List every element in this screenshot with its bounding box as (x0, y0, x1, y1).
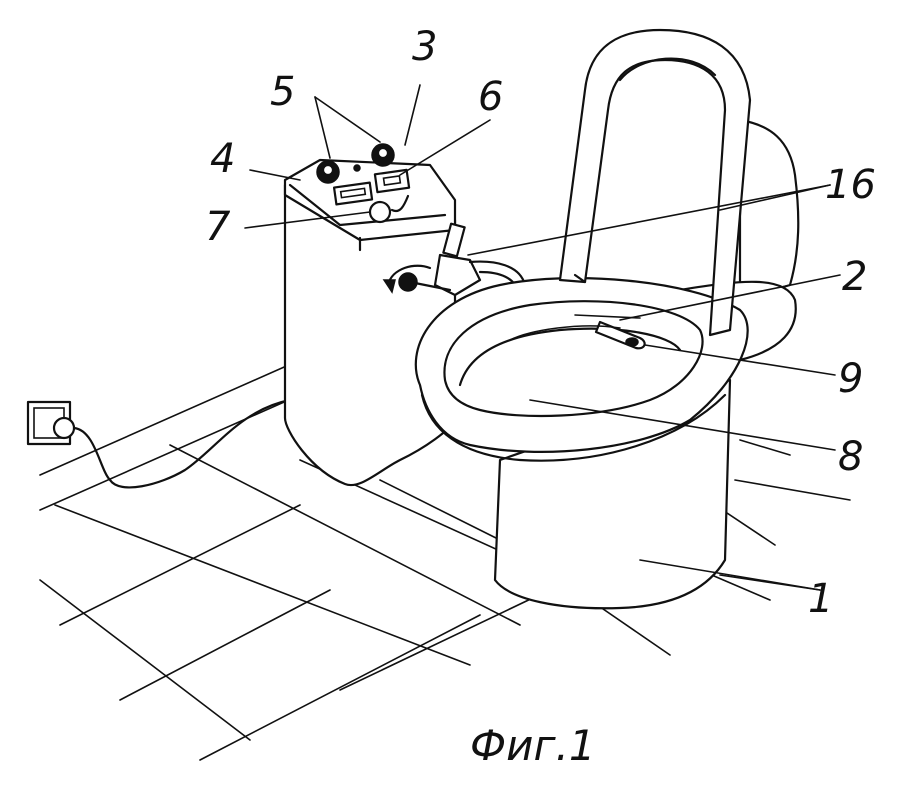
label-9: 9 (838, 356, 863, 402)
hose-assembly (382, 222, 527, 297)
figure-caption: Фиг.1 (470, 721, 596, 770)
control-knobs (316, 143, 395, 184)
reference-labels: 5 3 6 4 7 16 2 9 8 1 (205, 24, 876, 622)
label-2: 2 (842, 254, 867, 300)
toilet (414, 118, 800, 610)
label-4: 4 (210, 136, 235, 182)
label-5: 5 (270, 69, 295, 115)
label-8: 8 (838, 434, 863, 480)
leader-lines (244, 84, 841, 591)
label-1: 1 (808, 576, 833, 622)
label-6: 6 (478, 74, 503, 120)
power-cable (72, 398, 292, 489)
toilet-lid (558, 28, 752, 337)
label-16: 16 (825, 162, 876, 208)
label-3: 3 (412, 24, 437, 70)
power-socket (26, 400, 76, 446)
label-7: 7 (205, 204, 231, 250)
